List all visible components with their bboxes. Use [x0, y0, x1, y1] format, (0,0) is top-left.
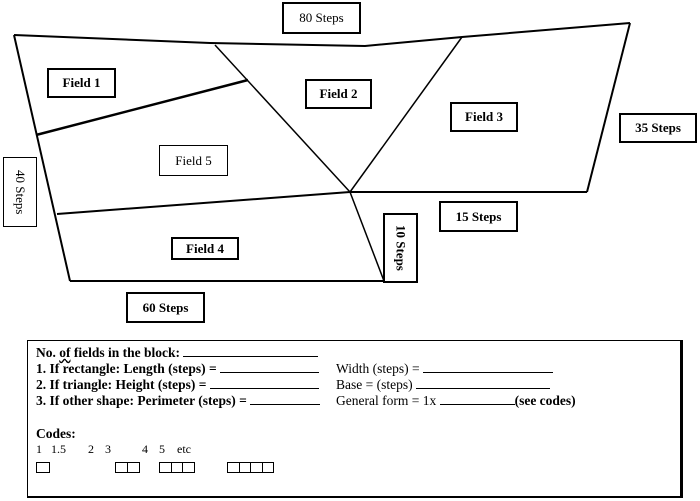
see-codes-note: (see codes) — [514, 393, 576, 408]
field-2-label: Field 2 — [305, 79, 372, 109]
code-3: 3 — [105, 442, 111, 456]
measure-left: 40 Steps — [3, 157, 37, 227]
field-count-input[interactable] — [183, 345, 319, 357]
block-outline-left — [13, 34, 71, 282]
form-line-field-count: No. of fields in the block: — [36, 345, 319, 360]
general-form-input[interactable] — [439, 393, 515, 405]
form-line-triangle-base: Base = (steps) — [336, 377, 550, 392]
block-outline-top — [13, 22, 631, 48]
code-2: 2 — [88, 442, 94, 456]
block-outline-right — [586, 22, 631, 193]
form-line-other-shape: 3. If other shape: Perimeter (steps) = — [36, 393, 321, 408]
measure-right: 35 Steps — [619, 113, 697, 143]
code-5: 5 — [159, 442, 165, 456]
form-line-triangle: 2. If triangle: Height (steps) = — [36, 377, 319, 392]
field-survey-form: No. of fields in the block: 1. If rectan… — [27, 340, 683, 498]
field-1-label: Field 1 — [47, 68, 116, 98]
divider-field2-left — [214, 44, 351, 193]
divider-field2-field3 — [349, 36, 463, 193]
code-etc: etc — [177, 442, 191, 456]
code-1: 1 — [36, 442, 42, 456]
rect-length-input[interactable] — [220, 361, 320, 373]
code-box-2 — [115, 462, 140, 473]
codes-title: Codes: — [36, 426, 76, 441]
form-line-general-form: General form = 1x (see codes) — [336, 393, 576, 408]
field-5-label: Field 5 — [159, 145, 228, 176]
divider-field5-field4 — [56, 191, 351, 215]
field-4-label: Field 4 — [171, 237, 239, 260]
line0-rest: fields in the block: — [70, 345, 184, 360]
code-1-5: 1.5 — [51, 442, 66, 456]
measure-top: 80 Steps — [282, 2, 361, 34]
tri-height-label: 2. If triangle: Height (steps) = — [36, 377, 210, 392]
measure-inner-step: 10 Steps — [383, 213, 418, 283]
rect-width-label: Width (steps) = — [336, 361, 423, 376]
tri-base-input[interactable] — [415, 377, 550, 389]
general-form-label: General form = 1x — [336, 393, 440, 408]
measure-step-right: 15 Steps — [439, 201, 518, 232]
tri-height-input[interactable] — [209, 377, 319, 389]
measure-bottom: 60 Steps — [126, 292, 205, 323]
rect-width-input[interactable] — [422, 361, 553, 373]
perimeter-label: 3. If other shape: Perimeter (steps) = — [36, 393, 251, 408]
rect-length-label: 1. If rectangle: Length (steps) = — [36, 361, 221, 376]
code-4: 4 — [142, 442, 148, 456]
code-box-3 — [159, 462, 195, 473]
field-3-label: Field 3 — [450, 102, 518, 132]
form-line-rectangle-width: Width (steps) = — [336, 361, 553, 376]
line0-of: of — [59, 345, 71, 360]
divider-field1-field5 — [35, 78, 249, 137]
line0-prefix: No. — [36, 345, 60, 360]
code-box-4 — [227, 462, 274, 473]
divider-field4-right — [349, 191, 385, 282]
perimeter-input[interactable] — [250, 393, 321, 405]
tri-base-label: Base = (steps) — [336, 377, 416, 392]
form-line-rectangle: 1. If rectangle: Length (steps) = — [36, 361, 320, 376]
code-box-1 — [36, 462, 50, 473]
